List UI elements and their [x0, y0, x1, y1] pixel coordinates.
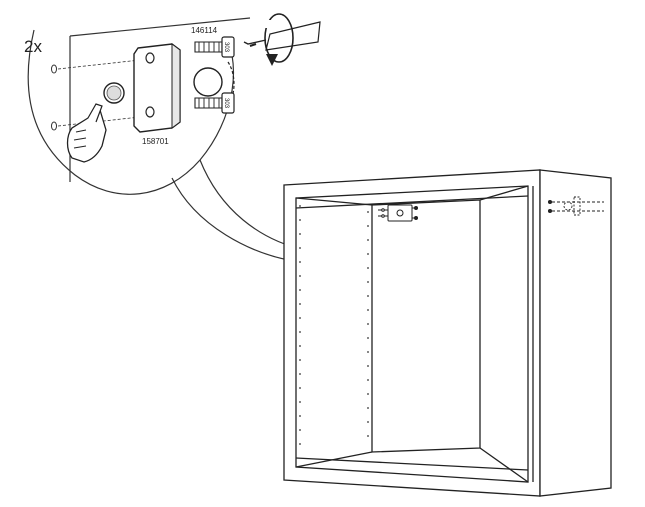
screw-head-marking: 303: [223, 98, 229, 109]
cabinet-top-inner-edge: [295, 195, 529, 209]
screw-icon: 303: [194, 36, 235, 58]
screw-head-marking: 303: [223, 42, 229, 53]
screw-part-number: 146114: [191, 26, 218, 35]
mounting-bracket-icon: [103, 43, 181, 133]
callout-outline: [27, 29, 235, 195]
cabinet-bottom-shelf-edge: [295, 457, 529, 471]
shelf-pin-holes: [299, 205, 369, 445]
screw-icon: 303: [194, 92, 235, 114]
rotate-clockwise-arrow-icon: [264, 13, 294, 66]
cabinet-side-panel: [539, 169, 612, 497]
predrilled-hole-icon: [51, 64, 57, 74]
wall-fixing-detail: [547, 196, 604, 216]
cam-fitting-icon: [193, 67, 223, 97]
detail-panel-top: [69, 17, 251, 37]
detail-callout: 303 303 2x 146114 158701: [24, 13, 381, 264]
quantity-label: 2x: [24, 37, 42, 56]
alignment-line: [57, 59, 141, 70]
pointing-hand-icon: [66, 103, 107, 163]
cabinet-frame: [283, 169, 612, 497]
bracket-part-number: 158701: [142, 137, 169, 146]
mounted-bracket-icon: [378, 204, 418, 222]
predrilled-hole-icon: [51, 121, 57, 131]
screwdriver-icon: [243, 21, 321, 51]
